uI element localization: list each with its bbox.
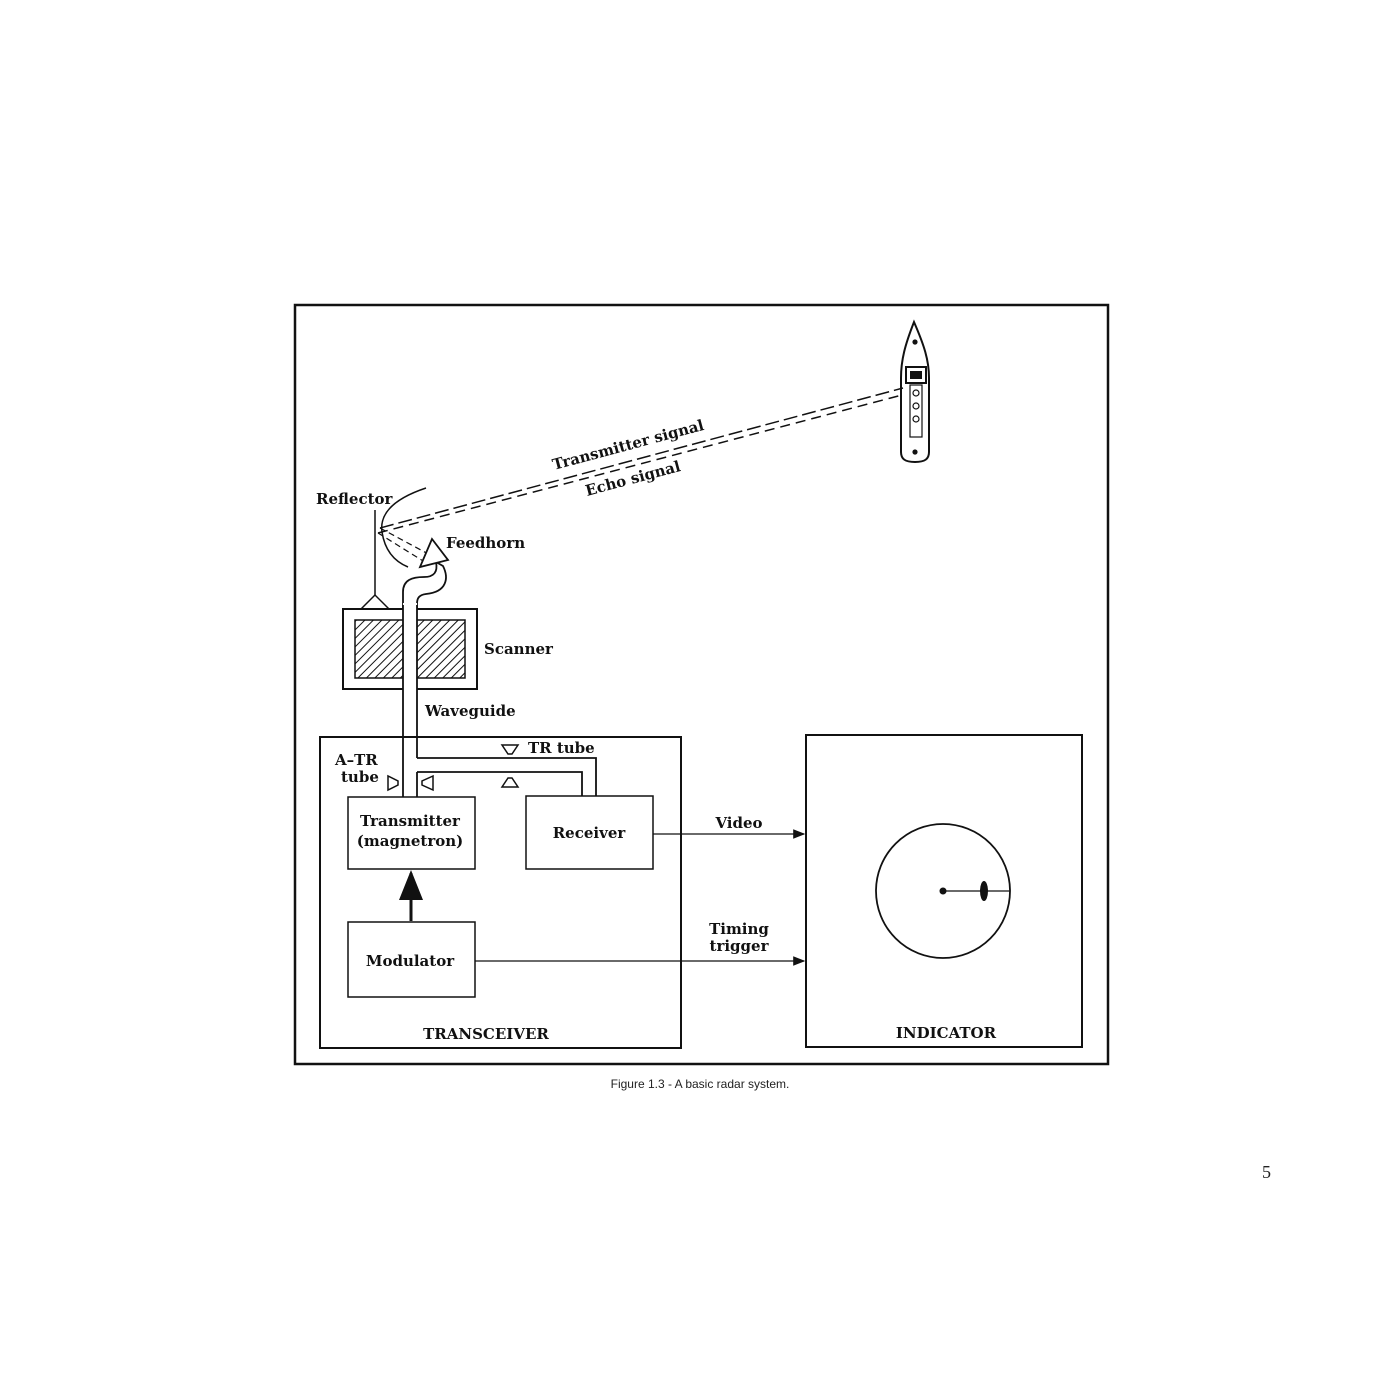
video-label: Video [714, 814, 762, 832]
transceiver-box [319, 736, 682, 1049]
waveguide-label: Waveguide [424, 702, 516, 720]
mount-bracket [359, 593, 391, 611]
transmitter-signal-label: Transmitter signal [550, 416, 706, 474]
atr-tube-label-line1: A–TR [334, 751, 378, 769]
transmitter-label-line2: (magnetron) [357, 832, 463, 850]
echo-signal-line [377, 394, 903, 534]
receiver-box [525, 795, 654, 870]
timing-label-line2: trigger [710, 937, 770, 955]
atr-tube-label-line2: tube [341, 768, 379, 786]
modulator-label: Modulator [366, 952, 455, 970]
timing-label-line1: Timing [709, 920, 769, 938]
feedhorn-label: Feedhorn [446, 534, 525, 552]
reflector-icon [381, 487, 427, 568]
ppi-target-blip [980, 881, 988, 901]
transmitter-signal-line [379, 387, 904, 529]
transmitter-box [347, 796, 476, 870]
page-number: 5 [1262, 1162, 1271, 1182]
echo-signal-label: Echo signal [583, 457, 682, 500]
waveguide [402, 603, 597, 798]
indicator-box [805, 734, 1083, 1048]
scanner-label: Scanner [484, 640, 554, 658]
ship-icon [900, 319, 930, 464]
transceiver-label: TRANSCEIVER [423, 1025, 549, 1043]
figure-frame [293, 303, 1110, 1066]
figure-caption: Figure 1.3 - A basic radar system. [610, 1077, 790, 1091]
modulator-box [347, 921, 476, 998]
tr-tube-icon [500, 744, 520, 788]
indicator-label: INDICATOR [896, 1024, 997, 1042]
transmitter-label-line1: Transmitter [360, 812, 461, 830]
tr-tube-label: TR tube [528, 739, 595, 757]
receiver-label: Receiver [553, 824, 627, 842]
atr-tube-icon [387, 774, 434, 792]
reflector-label: Reflector [316, 490, 394, 508]
feedhorn-icon [402, 537, 450, 610]
